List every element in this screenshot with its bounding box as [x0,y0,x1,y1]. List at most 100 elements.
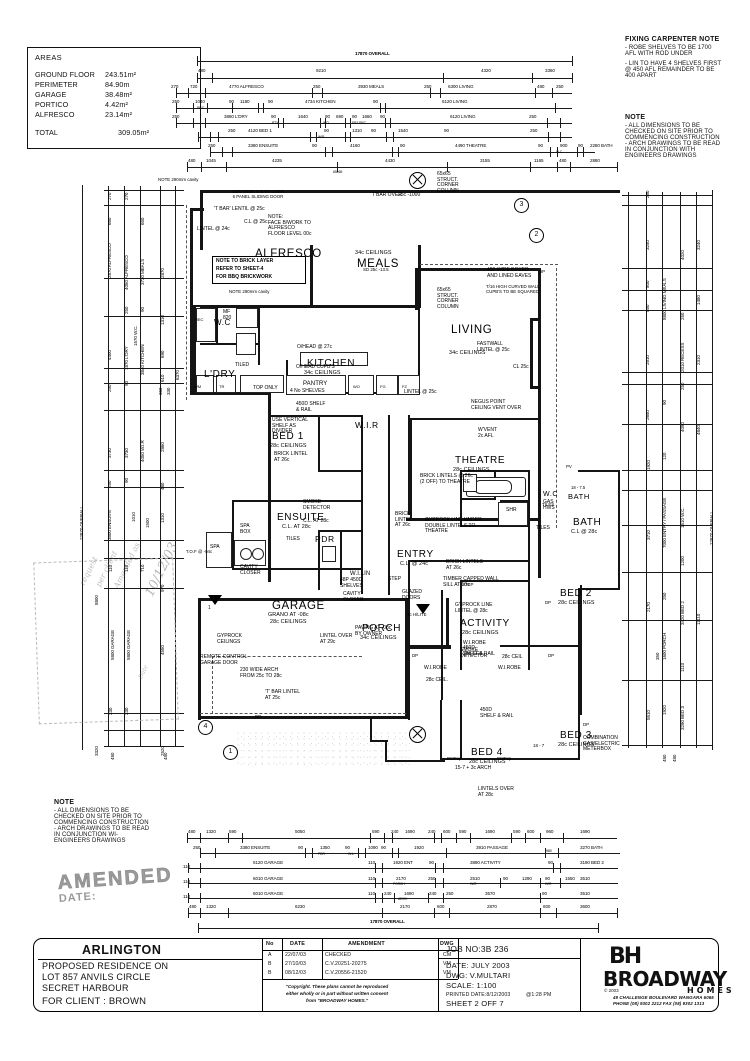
dim-note: W/R [545,882,552,886]
amend-row-date: 08/12/03 [285,970,306,976]
dim: 90 [548,860,553,865]
dim: 480 [188,829,196,834]
dim: 90 [324,128,329,133]
dim: 3190 BED 2 [580,860,604,865]
anno: FZ [402,384,407,389]
anno: 450D SHELF& RAIL [296,401,326,413]
area-row-label: PERIMETER [35,80,78,89]
dim-note: FRZ REC. [352,121,367,125]
amend-header-dwg: DWG [440,941,454,947]
dim: 3930 MEALS [358,84,385,89]
dim: 3570 [485,891,495,896]
grid-bubble-2[interactable]: 2 [529,228,544,243]
grid-bubble-4[interactable]: 4 [198,720,213,735]
note-line: ENGINEERS DRAWINGS [54,838,126,844]
dim: 480 [163,752,168,760]
dim: 1350 [320,845,330,850]
room-label-pdr: PDR [315,534,335,544]
dim: 1500 [145,518,150,528]
note-heading: NOTE [625,114,646,121]
dim: 480 [662,754,667,762]
carpenter-note-heading: FIXING CARPENTER NOTE [625,36,720,43]
dim: 3510 [580,876,590,881]
dim: 6230 [295,904,305,909]
room-label-porch: PORCH [362,623,402,634]
project-line-3: SECRET HARBOUR [42,983,129,993]
dim: 250 [424,84,432,89]
broadway-homes-logo: BH BROADWAY HOMES © 2003 49 CHALLENGE BO… [599,941,747,1009]
dim: 480 [672,754,677,762]
dim: 9210 [316,68,326,73]
anno: O/HEAD @ 27c [297,344,333,350]
anno: TILED [235,362,250,368]
dim: 3380 ENSUITE [248,143,279,148]
room-label-garage: GARAGE [272,600,325,612]
anno: O/HEAD CUPB'S [296,364,335,370]
dim: 3270 BATH [580,845,603,850]
dim: 1920 ENT [393,860,413,865]
dim: 90 [400,143,405,148]
dim: 90 [380,114,385,119]
dim: 2640 [645,410,650,420]
amend-header-amendment: AMENDMENT [348,941,385,947]
dim: 4090 [680,422,685,432]
dim: 480 [110,752,115,760]
carpenter-note-line: - LIN TO HAVE 4 SHELVES FIRST [625,61,722,67]
note-line: CHECKED ON SITE PRIOR TO [54,814,142,820]
note-line: COMMENCING CONSTRUCTION [54,820,149,826]
dim-note: W.L. [348,852,355,856]
dim: 250 [228,128,236,133]
dim: 1010 [131,512,136,522]
job-printed-time: @1:28 PM [526,992,552,998]
dim: 90 [271,114,276,119]
dim: 240 [384,891,392,896]
project-line-1: PROPOSED RESIDENCE ON [42,961,169,971]
dim: 1310 [160,315,165,325]
dim: 250 [645,190,650,198]
dim: 4235 [272,158,282,163]
room-ceiling-living: 34c CEILINGS [449,350,486,356]
level-marker-icon [416,604,430,614]
amend-row-date: 22/07/03 [285,952,306,958]
room-label-bath-fixture: BATH [568,492,590,501]
note-line: - ALL DIMENSIONS TO BE [54,808,130,814]
dim: 90 [345,845,350,850]
dim: 90 [444,128,449,133]
room-ceiling-porch: 34c CEILINGS [360,635,397,641]
dim: 250 [172,99,180,104]
grid-bubble-1[interactable]: 1 [223,745,238,760]
anno: FG [380,384,386,389]
dim: 330 [166,387,171,395]
room-ceiling-bed3: 28c CEILINGS [558,742,595,748]
section-marker-icon [409,172,426,189]
sheet-title: ARLINGTON [82,943,162,957]
dim: 900 [560,143,568,148]
amend-row-dwg: CM [443,952,452,958]
dim: 2170 [400,904,410,909]
dim: 1310 [160,513,165,523]
dim: 90 [429,860,434,865]
dim: 110 [368,891,376,896]
dim: 3840 KITCHEN [140,344,145,375]
dim: 590 [372,829,380,834]
grid-bubble-3[interactable]: 3 [514,198,529,213]
dim: 610 [160,374,165,382]
amend-row-dwg: VM [443,961,451,967]
amend-header-no: No [266,941,274,947]
level-marker-label: 1 [208,605,211,611]
dim: 690 [160,350,165,358]
note-line: ENGINEERS DRAWINGS [625,153,697,159]
anno: LINTEL @ 25c [404,389,437,395]
dim-note: REC. [197,106,206,110]
dim: 3420 BED 2 [680,601,685,625]
dim: 720 [190,84,198,89]
dim-note: PTY [272,121,279,125]
